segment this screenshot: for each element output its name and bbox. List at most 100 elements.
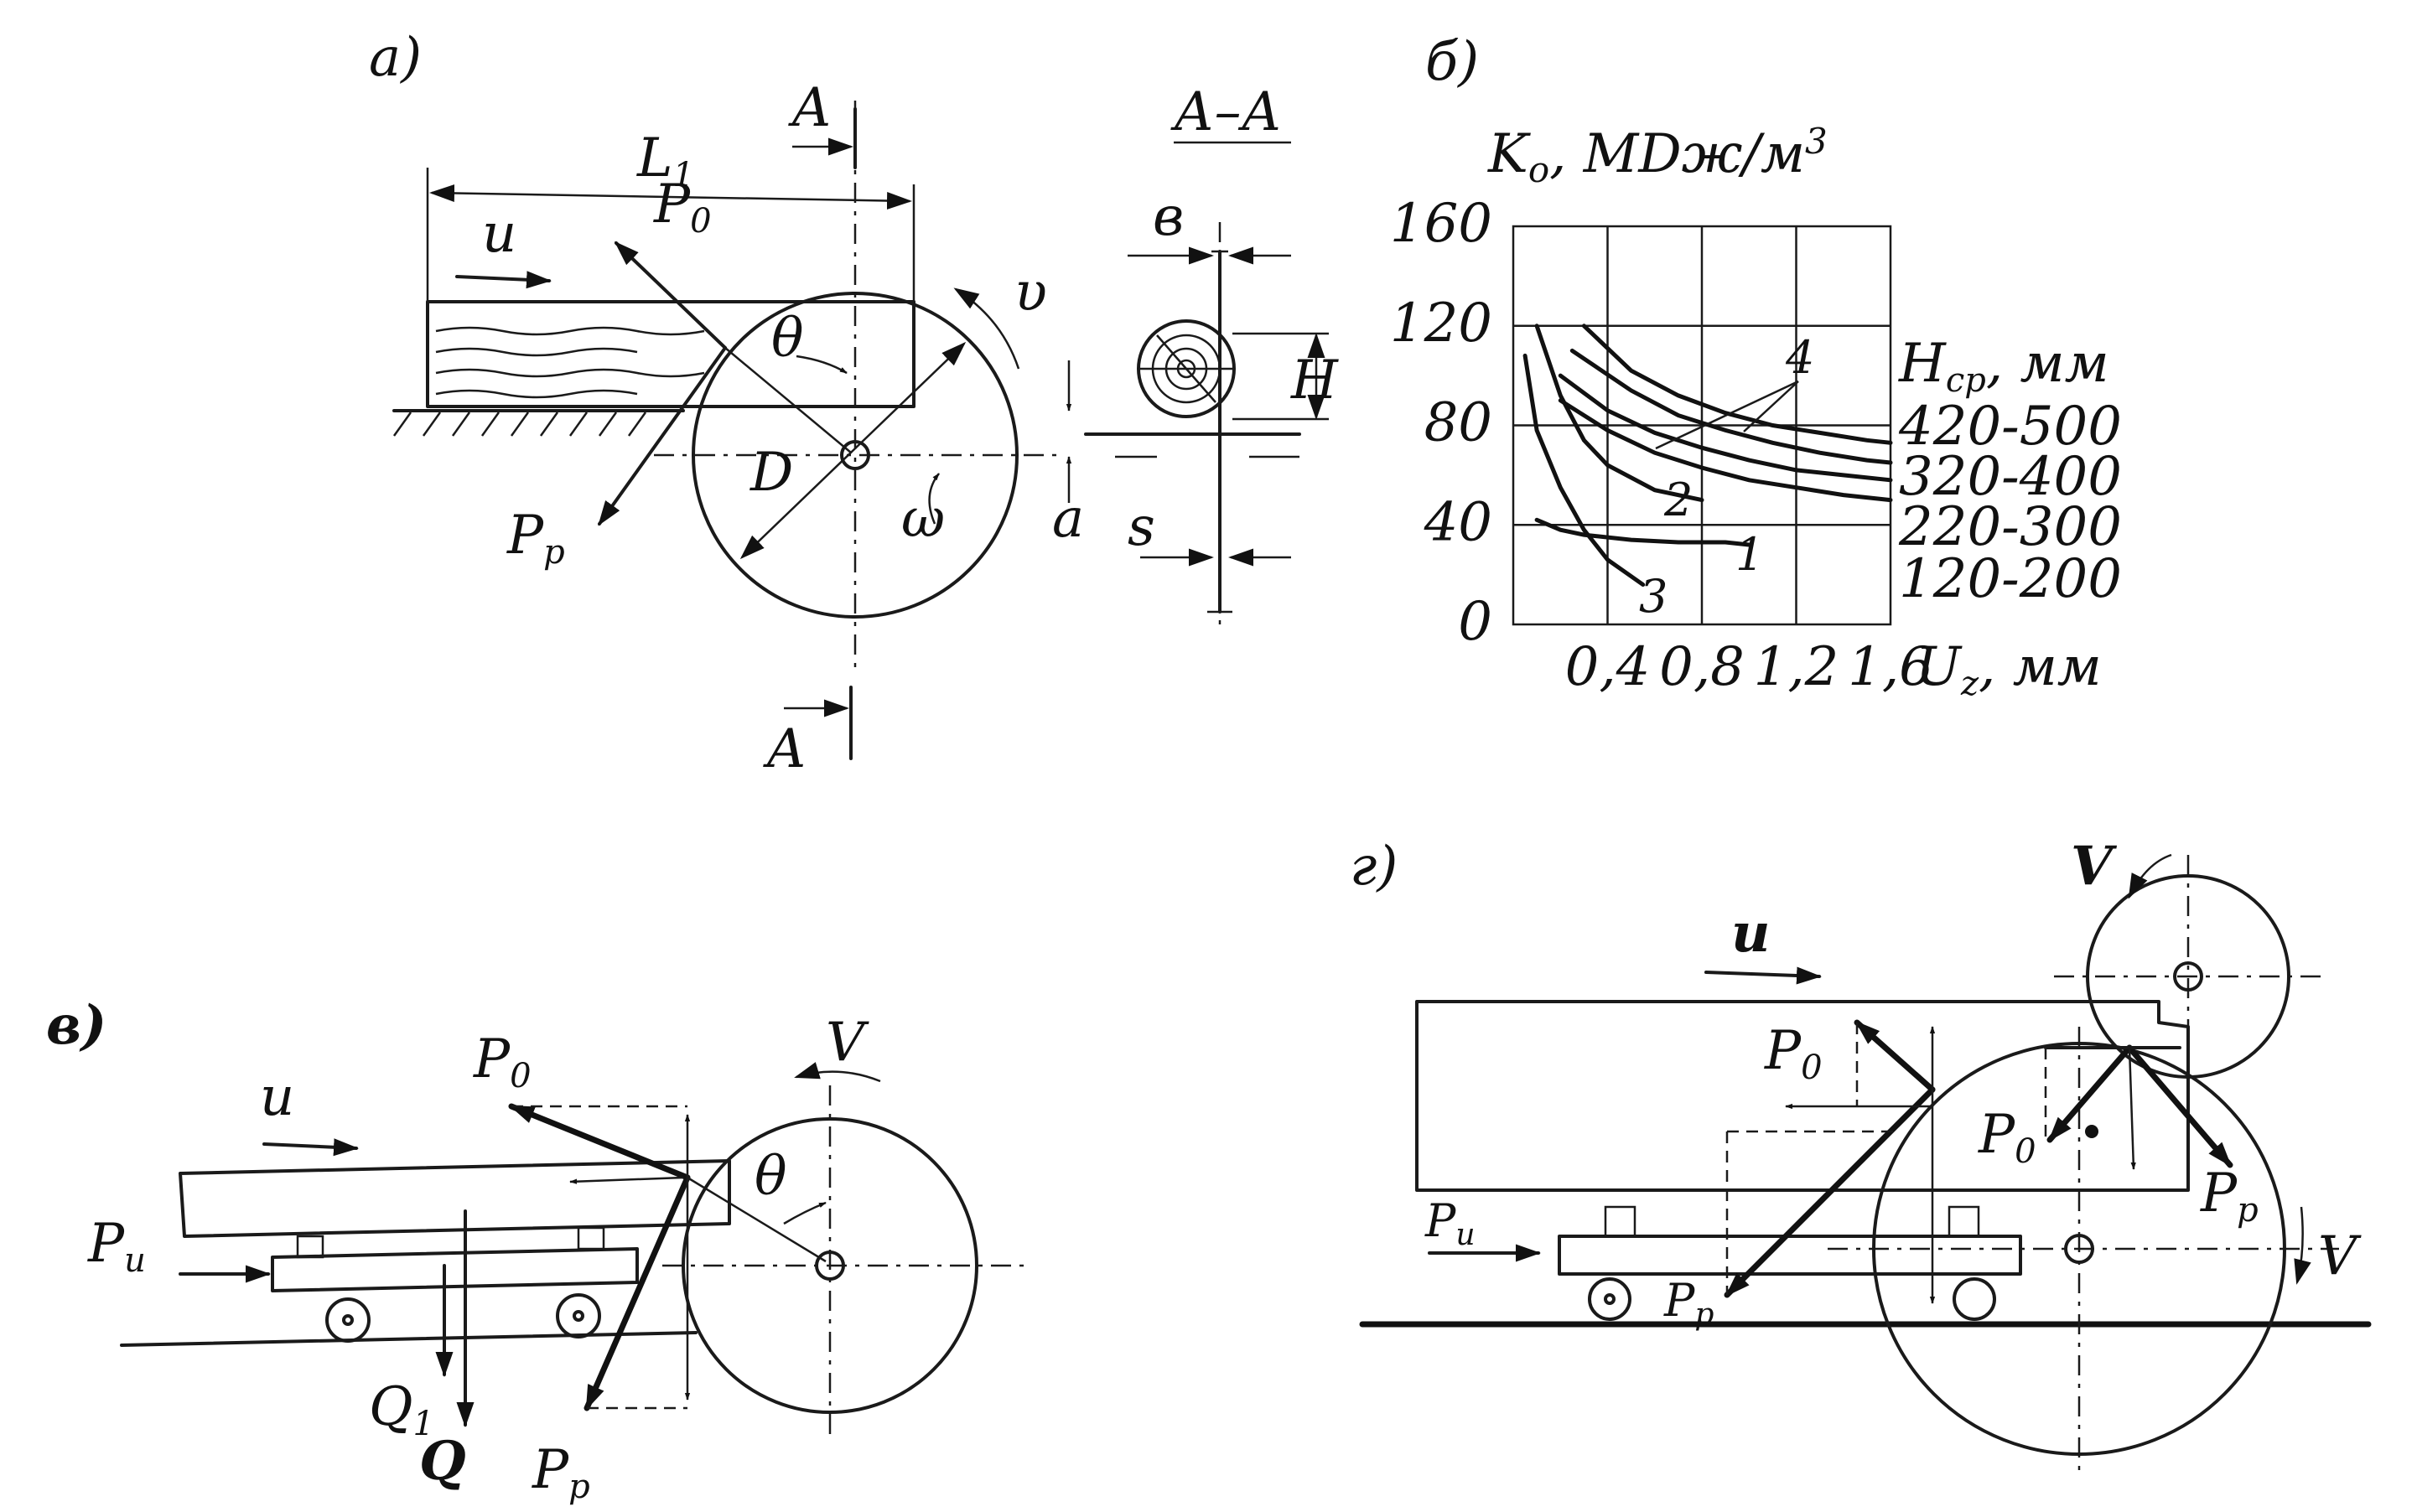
log-body [426, 300, 915, 408]
chart-series [1522, 324, 1893, 587]
label-p0-g-right: P0 [1978, 1104, 2036, 1171]
chart-y-tick-0: 0 [1458, 591, 1492, 653]
label-l1: L1 [636, 127, 694, 194]
carriage-g [1558, 1235, 2022, 1276]
label-v-rot: V [826, 1012, 869, 1074]
force-p0 [614, 241, 727, 350]
chart-y-tick-2: 80 [1424, 392, 1492, 454]
log-texture [435, 326, 705, 399]
theta-arc-v [783, 1201, 827, 1225]
label-theta: θ [771, 308, 804, 370]
legend-title: Hcp, мм [1898, 333, 2109, 400]
label-pu-g: Pu [1424, 1194, 1476, 1252]
legend-range-1: 420-500 [1898, 396, 2122, 458]
chart-x-tick-2: 1,2 [1754, 636, 1839, 698]
curve-label-1: 1 [1735, 528, 1764, 581]
chart-series-4 [1581, 324, 1893, 445]
force-pp-v [584, 1174, 691, 1411]
chart-series-3 [1522, 353, 1646, 587]
label-pp-g: Pp [1663, 1274, 1714, 1332]
rotation-v-arrow-v [794, 1062, 881, 1083]
rotation-v-arrow [953, 287, 1020, 370]
wheel-g-1 [1588, 1277, 1631, 1321]
rotation-arrow-upper [2128, 853, 2172, 899]
chart-ylabel: Ko, МDж/м3 [1487, 121, 1828, 190]
legend-range-2: 320-400 [1899, 446, 2122, 508]
horizontal-component-v [569, 1176, 684, 1184]
legend-range-3: 220-300 [1898, 496, 2122, 558]
chart-x-tick-0: 0,4 [1565, 636, 1651, 698]
force-p0-g-right [2046, 1044, 2133, 1143]
feed-arrow-u-g [1704, 966, 1822, 985]
chart-series-2 [1534, 324, 1704, 503]
chart-x-tick-3: 1,6 [1848, 636, 1933, 698]
label-b: в [1153, 186, 1184, 248]
force-pp-g [1724, 1086, 1936, 1298]
label-h: H [1290, 350, 1339, 412]
chart-y-ticks: 0 40 80 120 160 [1390, 193, 1492, 653]
wheel-v-1-hub [342, 1314, 354, 1326]
feed-arrow-u-v [262, 1138, 359, 1157]
carriage-post-2 [577, 1226, 605, 1251]
ground-hatching [392, 412, 647, 437]
carriage-post-g-2 [1948, 1205, 1980, 1238]
label-s: s [1128, 496, 1155, 558]
diameter-d [739, 341, 967, 560]
carriage-ground [120, 1331, 698, 1347]
omega-arrow [928, 473, 940, 525]
label-pu-v: Pu [87, 1213, 146, 1280]
wheel-v-2-hub [573, 1310, 584, 1322]
label-theta-v: θ [755, 1146, 787, 1208]
label-u-g: u [1731, 902, 1771, 965]
panel-v-tag: в) [46, 994, 106, 1057]
chart-y-tick-3: 120 [1390, 293, 1492, 355]
rotation-arrow-lower [2294, 1206, 2311, 1285]
chart-series-h4 [1569, 348, 1893, 465]
chart-grid [1512, 225, 1892, 626]
chart-series-h6 [1558, 398, 1893, 503]
cut-radius-v [687, 1176, 827, 1263]
label-omega: ω [901, 488, 945, 550]
curve-4-leader-a [1655, 380, 1799, 450]
label-pp-g-right: Pp [2200, 1162, 2259, 1230]
label-v: υ [1014, 261, 1047, 324]
force-p0-g [1854, 1019, 1936, 1093]
label-p0: P0 [653, 173, 712, 241]
chart-series-1 [1534, 517, 1751, 547]
curve-4-leader-b [1743, 381, 1799, 432]
label-q1: Q1 [369, 1376, 434, 1443]
carriage-v [271, 1247, 639, 1292]
feed-arrow-u [455, 271, 552, 289]
vertical-component-g-right [2128, 1047, 2136, 1170]
label-v-right: V [2318, 1225, 2362, 1287]
label-d: D [749, 442, 793, 504]
panel-b-tag: б) [1425, 31, 1479, 93]
label-a: a [1052, 488, 1084, 550]
theta-arc [796, 355, 848, 375]
chart-x-tick-1: 0,8 [1659, 636, 1745, 698]
panel-g: г) Pu u V V P0 Pp [1350, 835, 2372, 1475]
label-p0-v: P0 [473, 1028, 532, 1095]
section-title: А–А [1170, 81, 1282, 143]
saw-disk-v [682, 1117, 978, 1414]
label-u-v: u [260, 1066, 294, 1128]
label-q: Q [419, 1430, 466, 1493]
contact-dot-g [2085, 1125, 2098, 1138]
curve-label-2: 2 [1663, 474, 1693, 526]
l1-dimension [429, 184, 912, 210]
log-cross-section [1137, 319, 1236, 418]
chart-series-h5 [1558, 373, 1893, 483]
wheel-g-1-hub [1604, 1293, 1616, 1305]
label-u: u [482, 203, 516, 265]
chart-y-tick-4: 160 [1390, 193, 1492, 255]
wheel-v-2 [556, 1293, 601, 1339]
panel-v: в) u Pu Q1 Q V P0 Pp [46, 994, 1031, 1506]
legend-range-4: 120-200 [1899, 548, 2122, 610]
label-p0-g: P0 [1764, 1020, 1823, 1087]
chart-y-tick-1: 40 [1424, 491, 1492, 553]
panel-a: а) L1 u [369, 27, 1339, 780]
